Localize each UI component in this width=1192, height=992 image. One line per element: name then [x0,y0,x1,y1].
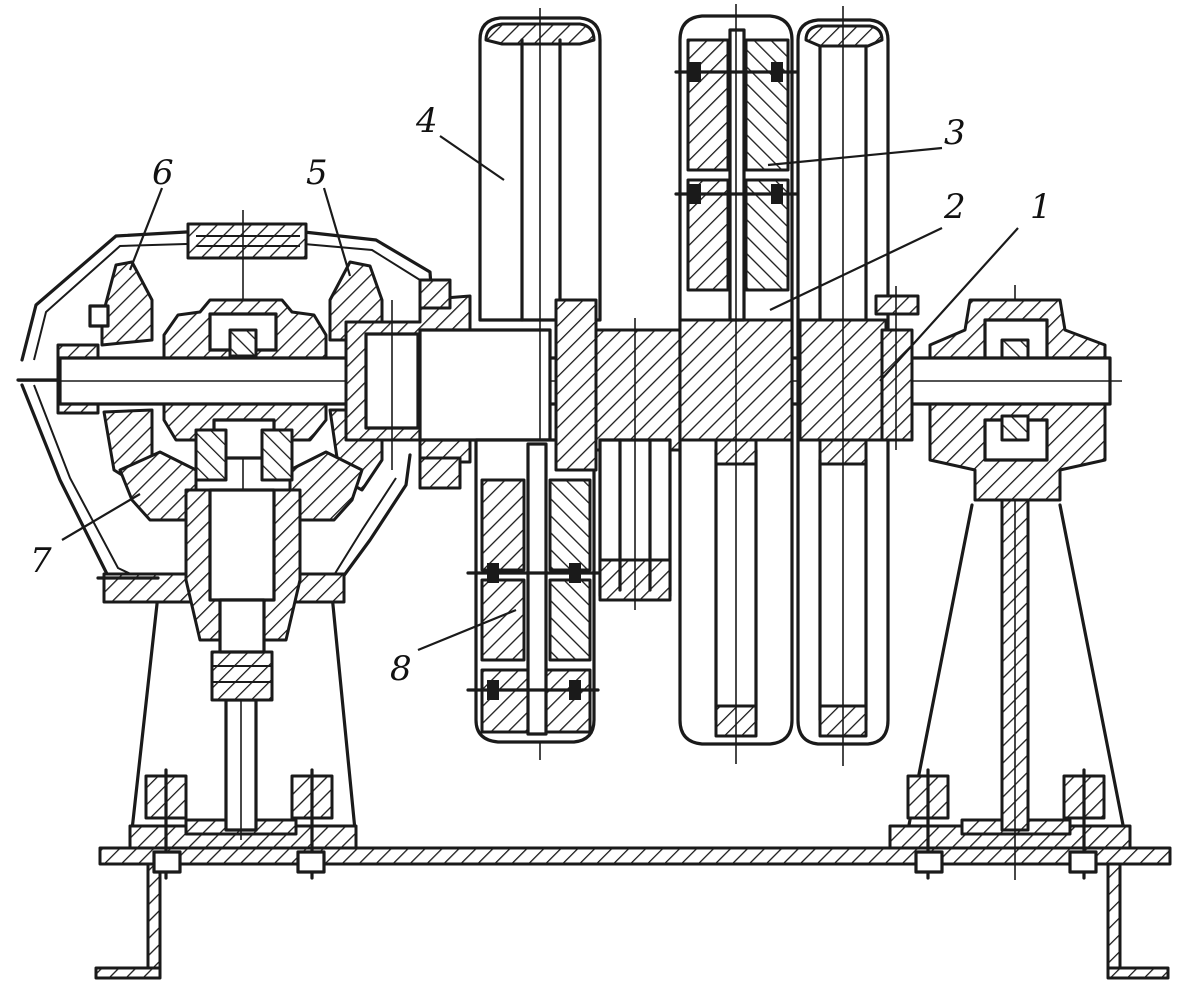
callout-1: 1 [879,187,1052,382]
label-7: 7 [30,541,52,581]
label-8: 8 [390,649,412,689]
base-frame [94,846,1172,980]
callout-6: 6 [128,153,174,271]
vertical-output-shaft [184,488,302,702]
roller-2-3 [674,4,798,764]
right-pedestal-bolt-left [906,768,950,880]
left-pedestal-bolt-right [290,768,334,880]
roller-4 [478,8,602,760]
callout-2: 2 [769,187,966,311]
left-pedestal [128,593,358,880]
intermediate-hub [594,318,688,610]
callout-7: 7 [30,493,141,581]
left-pedestal-bolt-left [144,768,188,880]
label-3: 3 [944,113,966,153]
roller-8 [466,298,600,744]
callout-8: 8 [390,608,517,689]
label-2: 2 [943,187,966,227]
label-6: 6 [152,153,174,193]
shaft-collar [874,286,920,450]
callout-5: 5 [306,153,352,277]
roller-right [796,6,890,766]
coupling-hub [344,278,552,490]
callout-4: 4 [415,101,505,181]
label-4: 4 [415,101,438,141]
label-1: 1 [1030,187,1052,227]
label-5: 5 [306,153,328,193]
callout-3: 3 [767,113,966,167]
right-pedestal-bolt-right [1062,768,1106,880]
